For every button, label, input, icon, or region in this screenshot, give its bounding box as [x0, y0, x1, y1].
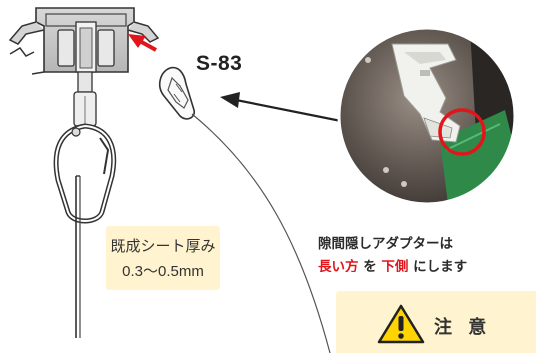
note-particle: を [358, 259, 382, 272]
black-arrow-icon [220, 92, 347, 124]
note-line-2: 長い方 を 下側 にします [318, 255, 536, 272]
hanger-shaft [73, 71, 97, 127]
photo-frame [337, 26, 517, 206]
warning-triangle-icon [377, 304, 425, 344]
note-long-side: 長い方 [318, 259, 359, 272]
red-arrow-icon [128, 34, 157, 52]
rail-runner [8, 7, 160, 75]
note-line-1: 隙間隠しアダプターは [318, 236, 453, 252]
carabiner [53, 123, 117, 224]
gap-adapter-clip [158, 66, 196, 120]
adapter-note: 隙間隠しアダプターは 長い方 を 下側 にします [318, 232, 536, 272]
hanging-sheet [75, 175, 81, 338]
caution-label: 注 意 [434, 317, 492, 338]
sheet-edge-curve [191, 113, 331, 353]
thickness-value: 0.3〜0.5mm [122, 263, 204, 280]
caution-box: 注 意 [336, 291, 536, 353]
model-number: S-83 [196, 52, 243, 75]
sheet-thickness-box: 既成シート厚み 0.3〜0.5mm [106, 226, 220, 290]
note-ending: にします [408, 259, 468, 272]
thickness-label: 既成シート厚み [110, 237, 216, 255]
highlight-circle [438, 108, 486, 156]
note-lower-side: 下側 [381, 259, 409, 272]
